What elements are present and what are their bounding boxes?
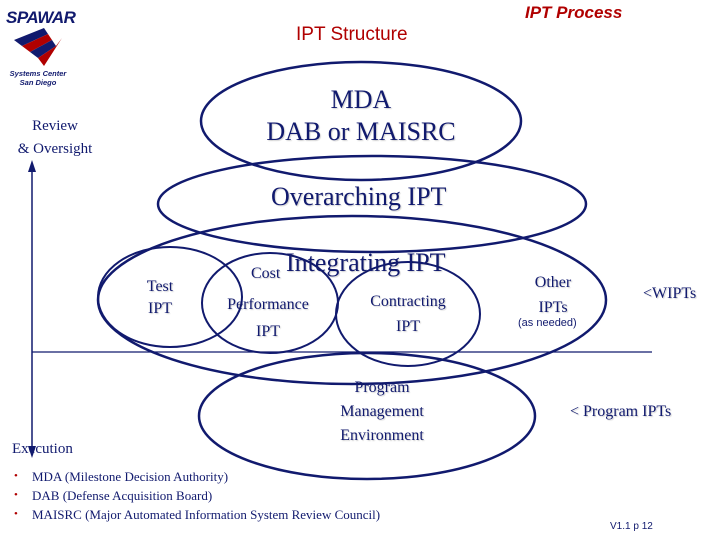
other-line2: IPTs (538, 299, 568, 316)
program-line3: Environment (340, 427, 424, 444)
contracting-line1: Contracting (370, 293, 446, 310)
cost-line3: IPT (256, 323, 280, 340)
cost-line2: Performance (227, 296, 309, 313)
mda-ellipse (199, 60, 523, 182)
mda-label: MDA DAB or MAISRC (234, 84, 488, 148)
page-reference: V1.1 p 12 (610, 521, 653, 532)
overarching-ellipse (156, 154, 588, 254)
logo-subtitle-line1: Systems Center (9, 69, 67, 78)
cost-label: Cost (251, 265, 281, 282)
list-item: MAISRC (Major Automated Information Syst… (8, 505, 468, 524)
program-line2: Management (340, 403, 424, 420)
other-ipts-note: (as needed) (518, 317, 577, 329)
logo-subtitle-line2: San Diego (19, 78, 57, 87)
other-ipts-label: Other IPTs (518, 270, 588, 320)
contracting-ipt-ellipse (335, 261, 481, 367)
program-ipts-label: < Program IPTs (570, 403, 672, 420)
test-ipt-label: Test IPT (130, 276, 190, 320)
spawar-logo-icon (14, 28, 62, 66)
list-item: MDA (Milestone Decision Authority) (8, 467, 468, 486)
test-line1: Test (146, 278, 174, 295)
list-item: DAB (Defense Acquisition Board) (8, 486, 468, 505)
wipts-label: <WIPTs (643, 285, 697, 302)
logo-subtitle: Systems Center San Diego (8, 69, 68, 87)
execution-label: Execution (12, 441, 73, 457)
review-line1: Review (32, 118, 78, 134)
performance-ipt-label: Performance IPT (212, 291, 324, 345)
program-management-label: Program Management Environment (318, 376, 446, 448)
mda-label-line1: MDA (330, 85, 392, 114)
contracting-ipt-label: Contracting IPT (354, 289, 462, 339)
page-title: IPT Structure (296, 24, 408, 45)
contracting-line2: IPT (396, 318, 420, 335)
spawar-wordmark: SPAWAR (6, 8, 76, 27)
integrating-label: Integrating IPT (286, 248, 446, 277)
other-line1: Other (534, 274, 572, 291)
review-line2: & Oversight (17, 141, 93, 157)
definitions-list: MDA (Milestone Decision Authority) DAB (… (8, 467, 468, 524)
mda-label-line2: DAB or MAISRC (266, 117, 456, 146)
review-execution-arrow (28, 160, 36, 458)
program-line1: Program (354, 379, 410, 396)
test-line2: IPT (148, 300, 172, 317)
review-oversight-label: Review & Oversight (2, 115, 108, 161)
test-ipt-ellipse (97, 246, 243, 348)
overarching-label: Overarching IPT (271, 182, 447, 211)
process-label: IPT Process (525, 3, 623, 22)
